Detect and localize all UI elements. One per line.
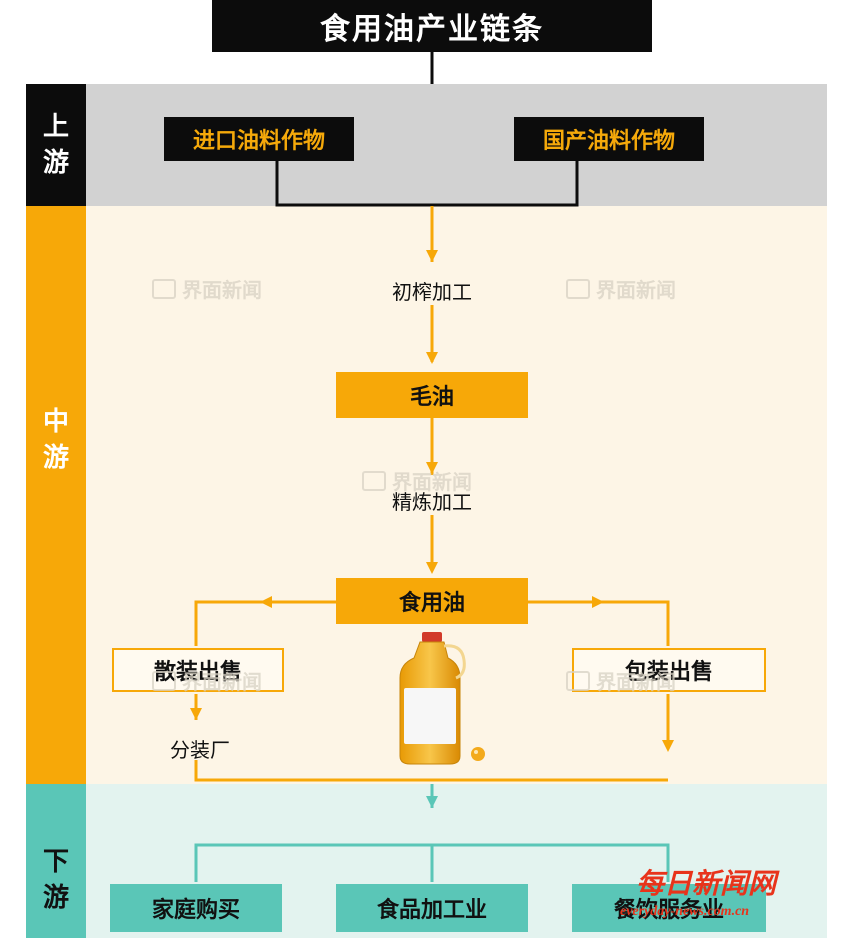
watermark-text: 界面新闻 — [392, 470, 472, 494]
watermark-logo-icon — [566, 278, 590, 299]
catering-box: 餐饮服务业 — [572, 884, 766, 932]
midstream-stage-label — [26, 206, 86, 784]
midstream-char-2: 游 — [42, 443, 69, 473]
step-press-label: 初榨加工 — [392, 280, 472, 304]
downstream-label: 下 游 — [26, 830, 86, 930]
imported-oil-crops-box: 进口油料作物 — [164, 117, 354, 161]
watermark-text: 界面新闻 — [182, 670, 262, 694]
packaged-sale-box: 包装出售 — [572, 648, 766, 692]
midstream-char-1: 中 — [42, 407, 69, 437]
watermark-text: 界面新闻 — [182, 278, 262, 302]
crude-oil-box: 毛油 — [336, 372, 528, 418]
watermark-text: 界面新闻 — [596, 670, 676, 694]
upstream-label: 上 游 — [26, 84, 86, 206]
edible-oil-box: 食用油 — [336, 578, 528, 624]
domestic-oil-crops-box: 国产油料作物 — [514, 117, 704, 161]
watermark-logo-icon — [566, 670, 590, 691]
downstream-char-2: 游 — [42, 883, 69, 913]
step-refine-label: 精炼加工 — [392, 490, 472, 514]
corner-watermark-title: 每日新闻网 — [636, 867, 777, 900]
downstream-char-1: 下 — [42, 847, 69, 877]
chart-title: 食用油产业链条 — [212, 0, 652, 52]
food-processing-box: 食品加工业 — [336, 884, 528, 932]
midstream-label: 中 游 — [26, 390, 86, 490]
downstream-stage-label — [26, 784, 86, 938]
repackaging-plant-label: 分装厂 — [170, 738, 230, 762]
upstream-char-1: 上 — [42, 112, 69, 142]
bulk-sale-box: 散装出售 — [112, 648, 284, 692]
oil-bottle-icon — [399, 632, 485, 765]
watermark-text: 界面新闻 — [596, 278, 676, 302]
upstream-char-2: 游 — [42, 148, 69, 178]
watermark-3: 界面新闻 — [362, 466, 472, 495]
watermark-logo-icon — [152, 278, 176, 299]
watermark-logo-icon — [362, 470, 386, 491]
watermark-logo-icon — [152, 670, 176, 691]
watermark-4: 界面新闻 — [152, 666, 262, 695]
household-box: 家庭购买 — [110, 884, 282, 932]
watermark-5: 界面新闻 — [566, 666, 676, 695]
watermark-2: 界面新闻 — [566, 274, 676, 303]
watermark-1: 界面新闻 — [152, 274, 262, 303]
upstream-stage-label — [26, 84, 86, 206]
corner-watermark-url: everyday-news.com.cn — [620, 904, 750, 919]
